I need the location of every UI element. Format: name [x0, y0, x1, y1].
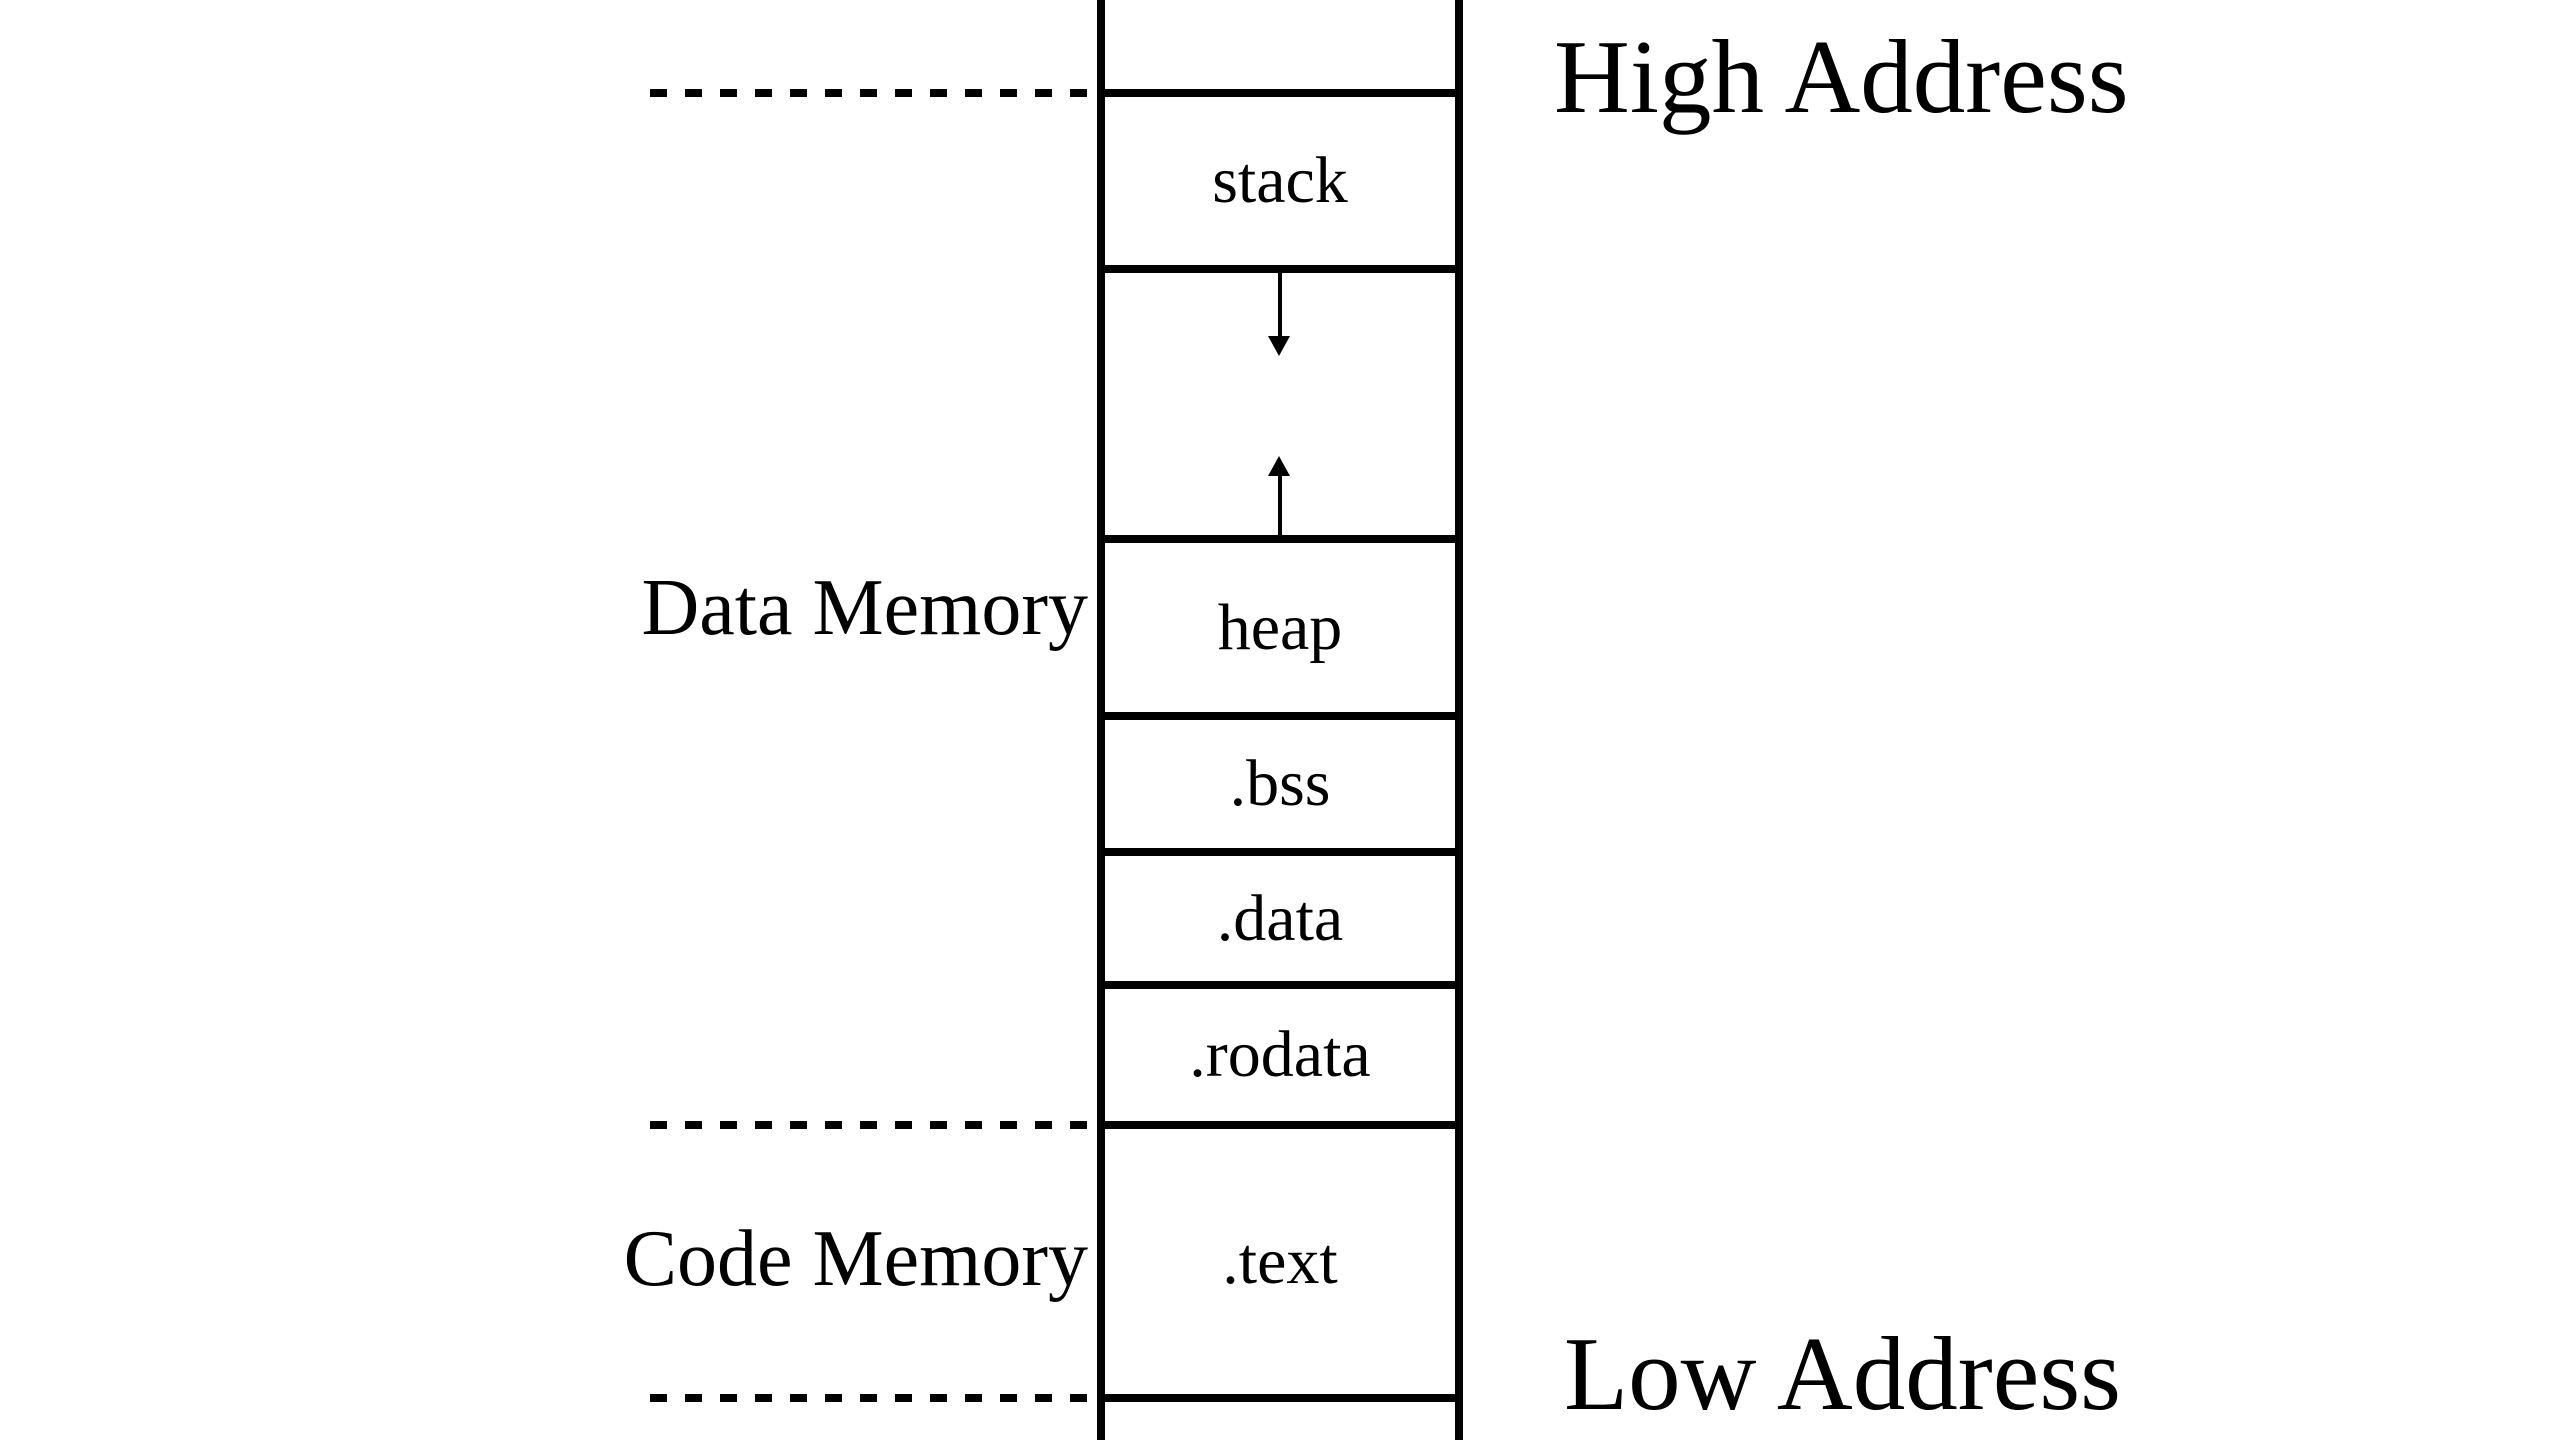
low-address-label: Low Address — [1564, 1315, 2122, 1432]
divider-rodata-bottom — [1097, 1121, 1463, 1129]
divider-heap-bottom — [1097, 712, 1463, 720]
dashed-line-high-address-boundary — [650, 89, 1101, 97]
memory-column — [1097, 0, 1463, 1440]
section-label-text: .text — [1222, 1224, 1338, 1298]
divider-heap-top — [1097, 535, 1463, 543]
section-stack: stack — [1105, 93, 1455, 269]
section-label-stack: stack — [1212, 144, 1348, 217]
code-memory-label: Code Memory — [623, 1215, 1088, 1303]
arrow-up-head — [1268, 456, 1290, 476]
arrow-down-head — [1268, 336, 1290, 356]
dashed-line-low-address-boundary — [650, 1394, 1101, 1402]
section-rodata: .rodata — [1105, 985, 1455, 1125]
section-label-rodata: .rodata — [1189, 1018, 1371, 1091]
divider-data-bottom — [1097, 981, 1463, 989]
section-bss: .bss — [1105, 716, 1455, 852]
section-heap: heap — [1105, 539, 1455, 716]
divider-stack-top — [1097, 89, 1463, 97]
section-text: .text — [1105, 1125, 1455, 1398]
divider-text-bottom — [1097, 1394, 1463, 1402]
divider-bss-bottom — [1097, 848, 1463, 856]
high-address-label: High Address — [1554, 18, 2129, 135]
section-label-bss: .bss — [1229, 747, 1331, 820]
divider-stack-bottom — [1097, 265, 1463, 273]
arrow-down-stem — [1278, 273, 1282, 338]
section-label-data: .data — [1216, 881, 1344, 955]
dashed-line-code-memory-top-boundary — [650, 1121, 1101, 1129]
data-memory-label: Data Memory — [641, 564, 1088, 652]
section-data: .data — [1105, 852, 1455, 985]
arrow-up-stem — [1278, 474, 1282, 535]
section-label-heap: heap — [1217, 590, 1343, 664]
